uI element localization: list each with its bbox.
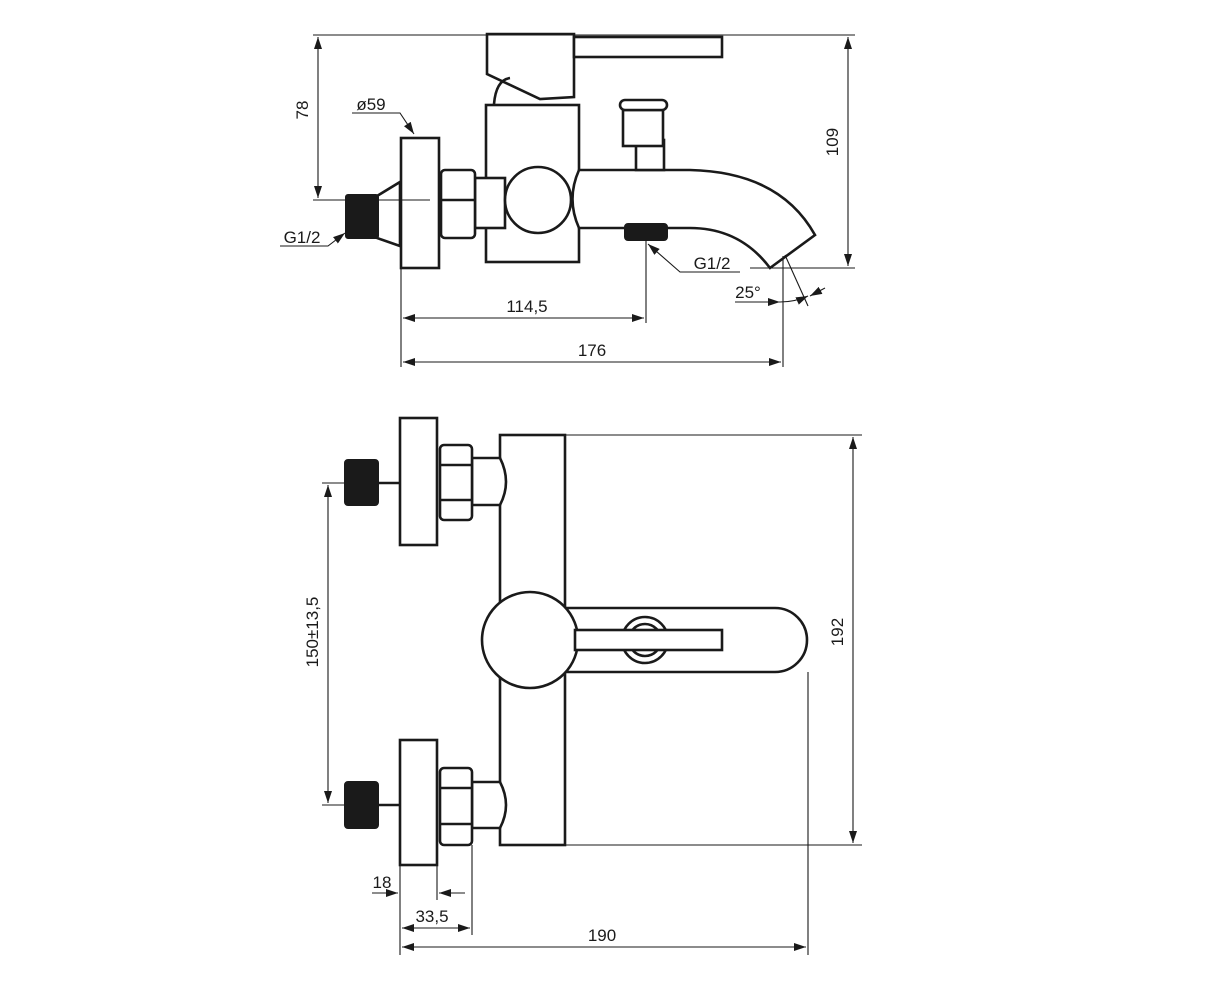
flange-diameter-label: ø59	[356, 95, 385, 114]
dim-150-label: 150±13,5	[303, 597, 322, 668]
dim-192-label: 192	[828, 618, 847, 646]
side-dimensions	[280, 34, 855, 367]
shower-thread-label: G1/2	[694, 254, 731, 273]
front-view: 192 150±13,5 18 33,5 190	[303, 416, 862, 955]
dim-109-label: 109	[823, 128, 842, 156]
front-dimensions	[322, 434, 862, 955]
side-view: 78 109 ø59 G1/2 G1/2 25° 114,5 176	[280, 32, 855, 367]
inlet-fitting	[345, 194, 379, 239]
faucet-front-outline	[344, 416, 809, 867]
dim-33-5-label: 33,5	[415, 907, 448, 926]
spout-angle-label: 25°	[735, 283, 761, 302]
dim-190-label: 190	[588, 926, 616, 945]
dim-114-5-label: 114,5	[506, 297, 547, 316]
faucet-side-outline	[345, 32, 817, 270]
dim-18-label: 18	[373, 873, 392, 892]
shower-outlet-fitting	[624, 223, 668, 241]
dim-176-label: 176	[578, 341, 606, 360]
dim-78-label: 78	[293, 101, 312, 120]
inlet-thread-label: G1/2	[284, 228, 321, 247]
